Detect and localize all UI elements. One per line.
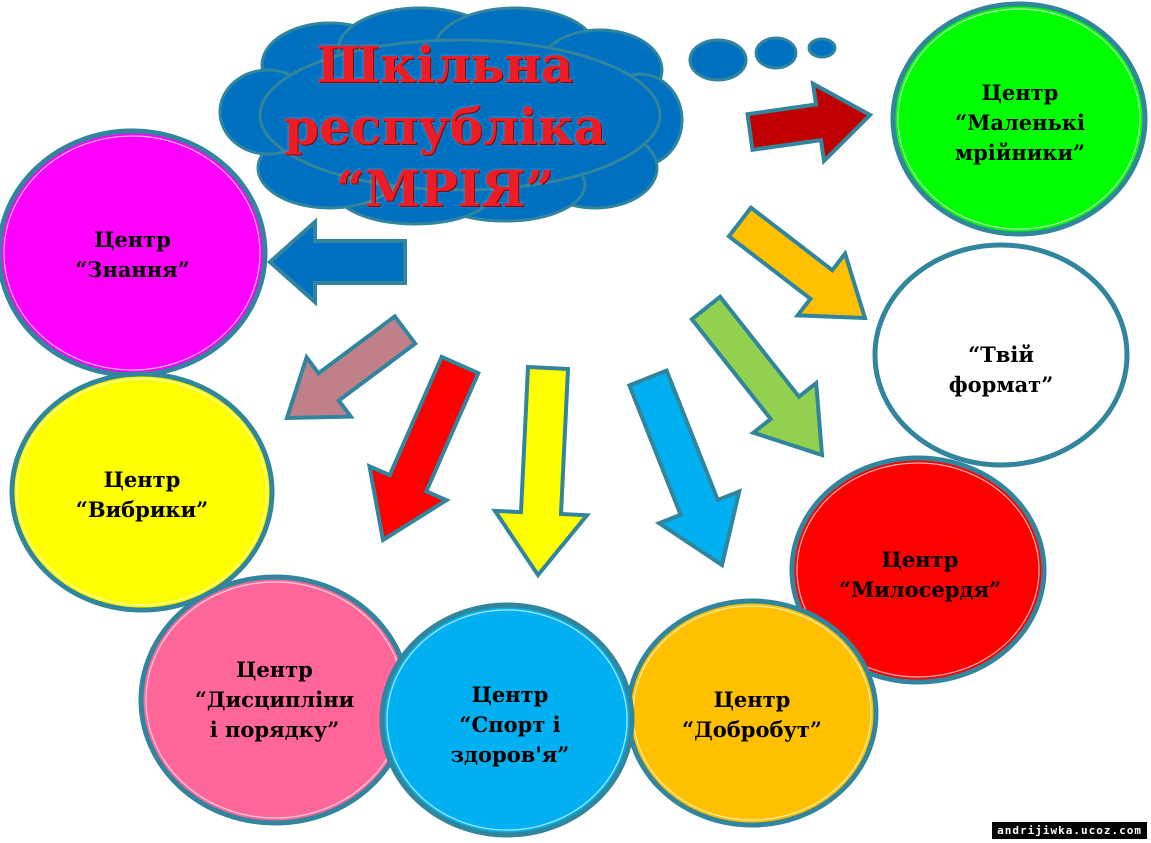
arrow-to-myloserdia [689,293,825,458]
center-malenki-mriinyky-circle [890,1,1148,237]
center-vybryky-circle-inner-ring [16,378,268,606]
center-sport-zdorovia-circle-inner-ring [386,609,628,831]
arrow-to-dobrobut [626,368,743,569]
center-malenki-mriinyky-circle-inner-ring [897,8,1141,230]
center-dystsypliny-circle [138,574,412,826]
thought-bubble [688,38,748,82]
arrow-to-dystsypliny [366,354,481,544]
arrow-to-tvii-format [726,204,868,321]
arrow-to-malenki-mriinyky [745,80,874,166]
center-znannia-circle-inner-ring [3,135,261,371]
cloud-core [264,43,656,187]
arrow-to-sport [491,364,591,579]
center-vybryky-circle [9,371,275,613]
watermark: andrijiwka.ucoz.com [992,822,1147,839]
arrow-to-vybryky [284,313,419,421]
title-line-3: “МРІЯ” [336,159,554,218]
title-cloud [218,6,837,226]
arrows [266,80,874,579]
center-sport-zdorovia-circle [379,602,635,838]
center-znannia-circle [0,128,268,378]
thought-bubble [754,36,798,70]
title-line-2: республіка [284,97,606,156]
thought-bubble [807,37,837,59]
tvii-format-circle [872,242,1130,468]
center-myloserdia-circle-inner-ring [796,462,1040,678]
title-line-1: Шкільна [316,35,574,94]
arrow-to-znannia [266,217,407,307]
center-dobrobut-circle [625,598,879,828]
republic-title: Шкільна республіка “МРІЯ” [230,34,660,220]
center-myloserdia-circle [789,455,1047,685]
tvii-format-circle-inner-ring [879,249,1123,461]
